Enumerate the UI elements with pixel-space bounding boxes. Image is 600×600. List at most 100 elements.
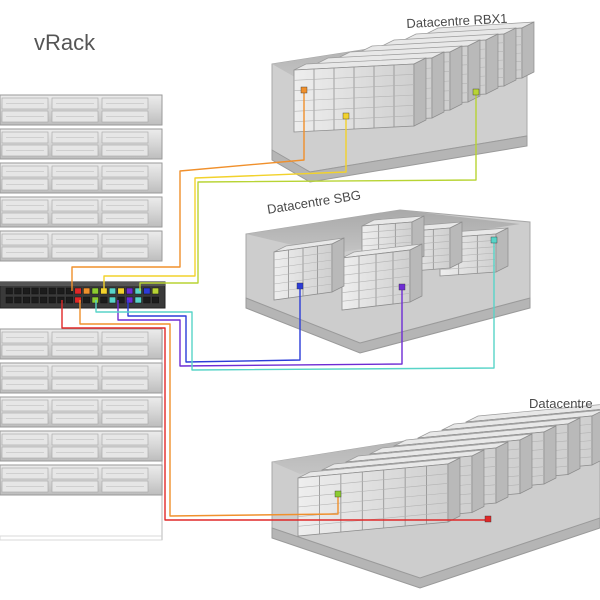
datacentre-sbg (245, 209, 531, 354)
diagram-title: vRack (34, 30, 96, 55)
network-switch-ports (5, 287, 159, 304)
cable-endpoint-dot (484, 515, 492, 523)
switch-port (65, 296, 73, 304)
switch-port (134, 296, 142, 304)
rack-row-side (519, 433, 533, 495)
switch-port (91, 287, 99, 295)
switch-port (57, 296, 65, 304)
datacentre-3 (271, 404, 600, 589)
switch-port (74, 287, 82, 295)
rack-row-side (521, 21, 535, 79)
rack-row-side (543, 425, 557, 485)
rack-shelf (361, 228, 413, 233)
rack-shelf (273, 267, 333, 277)
switch-port (151, 287, 159, 295)
cable-orange-rbx1 (71, 92, 305, 291)
cable-endpoint-dot (490, 236, 498, 244)
cable-blue-sbg (127, 286, 301, 363)
rack-row-side (431, 51, 445, 119)
server-unit (0, 430, 163, 462)
switch-port (117, 296, 125, 304)
switch-port (74, 296, 82, 304)
rack-shelf (293, 115, 415, 122)
switch-port (31, 287, 39, 295)
rack-row (341, 243, 423, 311)
switch-port (108, 296, 116, 304)
rack-shelf (341, 275, 411, 285)
cable-cyan-sbg (95, 240, 495, 371)
switch-port (5, 287, 13, 295)
switch-port (143, 287, 151, 295)
switch-port (151, 296, 159, 304)
switch-port (91, 296, 99, 304)
rack-shelf (273, 275, 333, 285)
rack-shelf (293, 94, 415, 102)
datacentre-3-racks (297, 404, 600, 537)
rack-row-side (485, 33, 499, 95)
rack-shelf (293, 105, 415, 112)
rack-row-side (409, 243, 423, 303)
datacentre-rbx1 (271, 21, 535, 183)
datacentre-3-label: Datacentre (529, 396, 593, 411)
switch-port (40, 287, 48, 295)
rack-row-side (447, 457, 461, 523)
switch-port (83, 287, 91, 295)
switch-port (57, 287, 65, 295)
datacentre-sbg-racks (273, 215, 509, 311)
rack-shelf (297, 473, 449, 488)
rack-shelf (273, 259, 333, 269)
rack-shelf (297, 492, 449, 508)
datacentre-3-front-wall (271, 517, 600, 589)
switch-port (126, 287, 134, 295)
rack-shelf (341, 267, 411, 276)
rack-row-side (567, 417, 581, 476)
cable-red-dc3 (61, 300, 488, 521)
server-unit (0, 162, 163, 194)
switch-port (143, 296, 151, 304)
rack-row-side (449, 221, 463, 269)
cable-purple-sbg (117, 287, 403, 367)
switch-port (117, 287, 125, 295)
server-unit (0, 362, 163, 394)
switch-port (14, 287, 22, 295)
network-switch (0, 281, 166, 309)
rack-shelf (341, 258, 411, 267)
switch-port (48, 287, 56, 295)
rack-shelf (293, 74, 415, 81)
cable-lime-rbx1 (139, 92, 477, 291)
vrack-server-stack (0, 94, 163, 541)
cable-endpoint-dot (472, 88, 480, 96)
switch-port (14, 296, 22, 304)
rack-row (273, 237, 345, 301)
cable-yellow-rbx1 (103, 118, 347, 291)
switch-port (100, 296, 108, 304)
server-unit (0, 196, 163, 228)
rack-shelf (439, 265, 497, 270)
network-switch-top (0, 282, 165, 286)
switch-port (126, 296, 134, 304)
server-unit (0, 230, 163, 262)
cable-endpoint-dot (334, 490, 342, 498)
server-unit (0, 128, 163, 160)
cable-endpoints (296, 86, 498, 523)
switch-port (31, 296, 39, 304)
rack-shelf (341, 293, 411, 302)
rack-row-side (331, 237, 345, 293)
cable-orange-dc3 (79, 300, 339, 517)
switch-port (83, 296, 91, 304)
switch-port (40, 296, 48, 304)
rack-row-side (591, 411, 600, 466)
rack-shelf (361, 235, 413, 240)
rack-shelf (361, 241, 413, 247)
rack-shelf (273, 251, 333, 261)
switch-port (22, 287, 30, 295)
rack-shelf (341, 284, 411, 293)
rack-row-side (449, 45, 463, 111)
datacentre-rbx1-front-wall (271, 135, 528, 183)
switch-port (134, 287, 142, 295)
cable-endpoint-dot (296, 282, 304, 290)
rack-row-side (495, 227, 509, 273)
rack-shelf (297, 483, 449, 498)
rack-shelf (293, 84, 415, 91)
